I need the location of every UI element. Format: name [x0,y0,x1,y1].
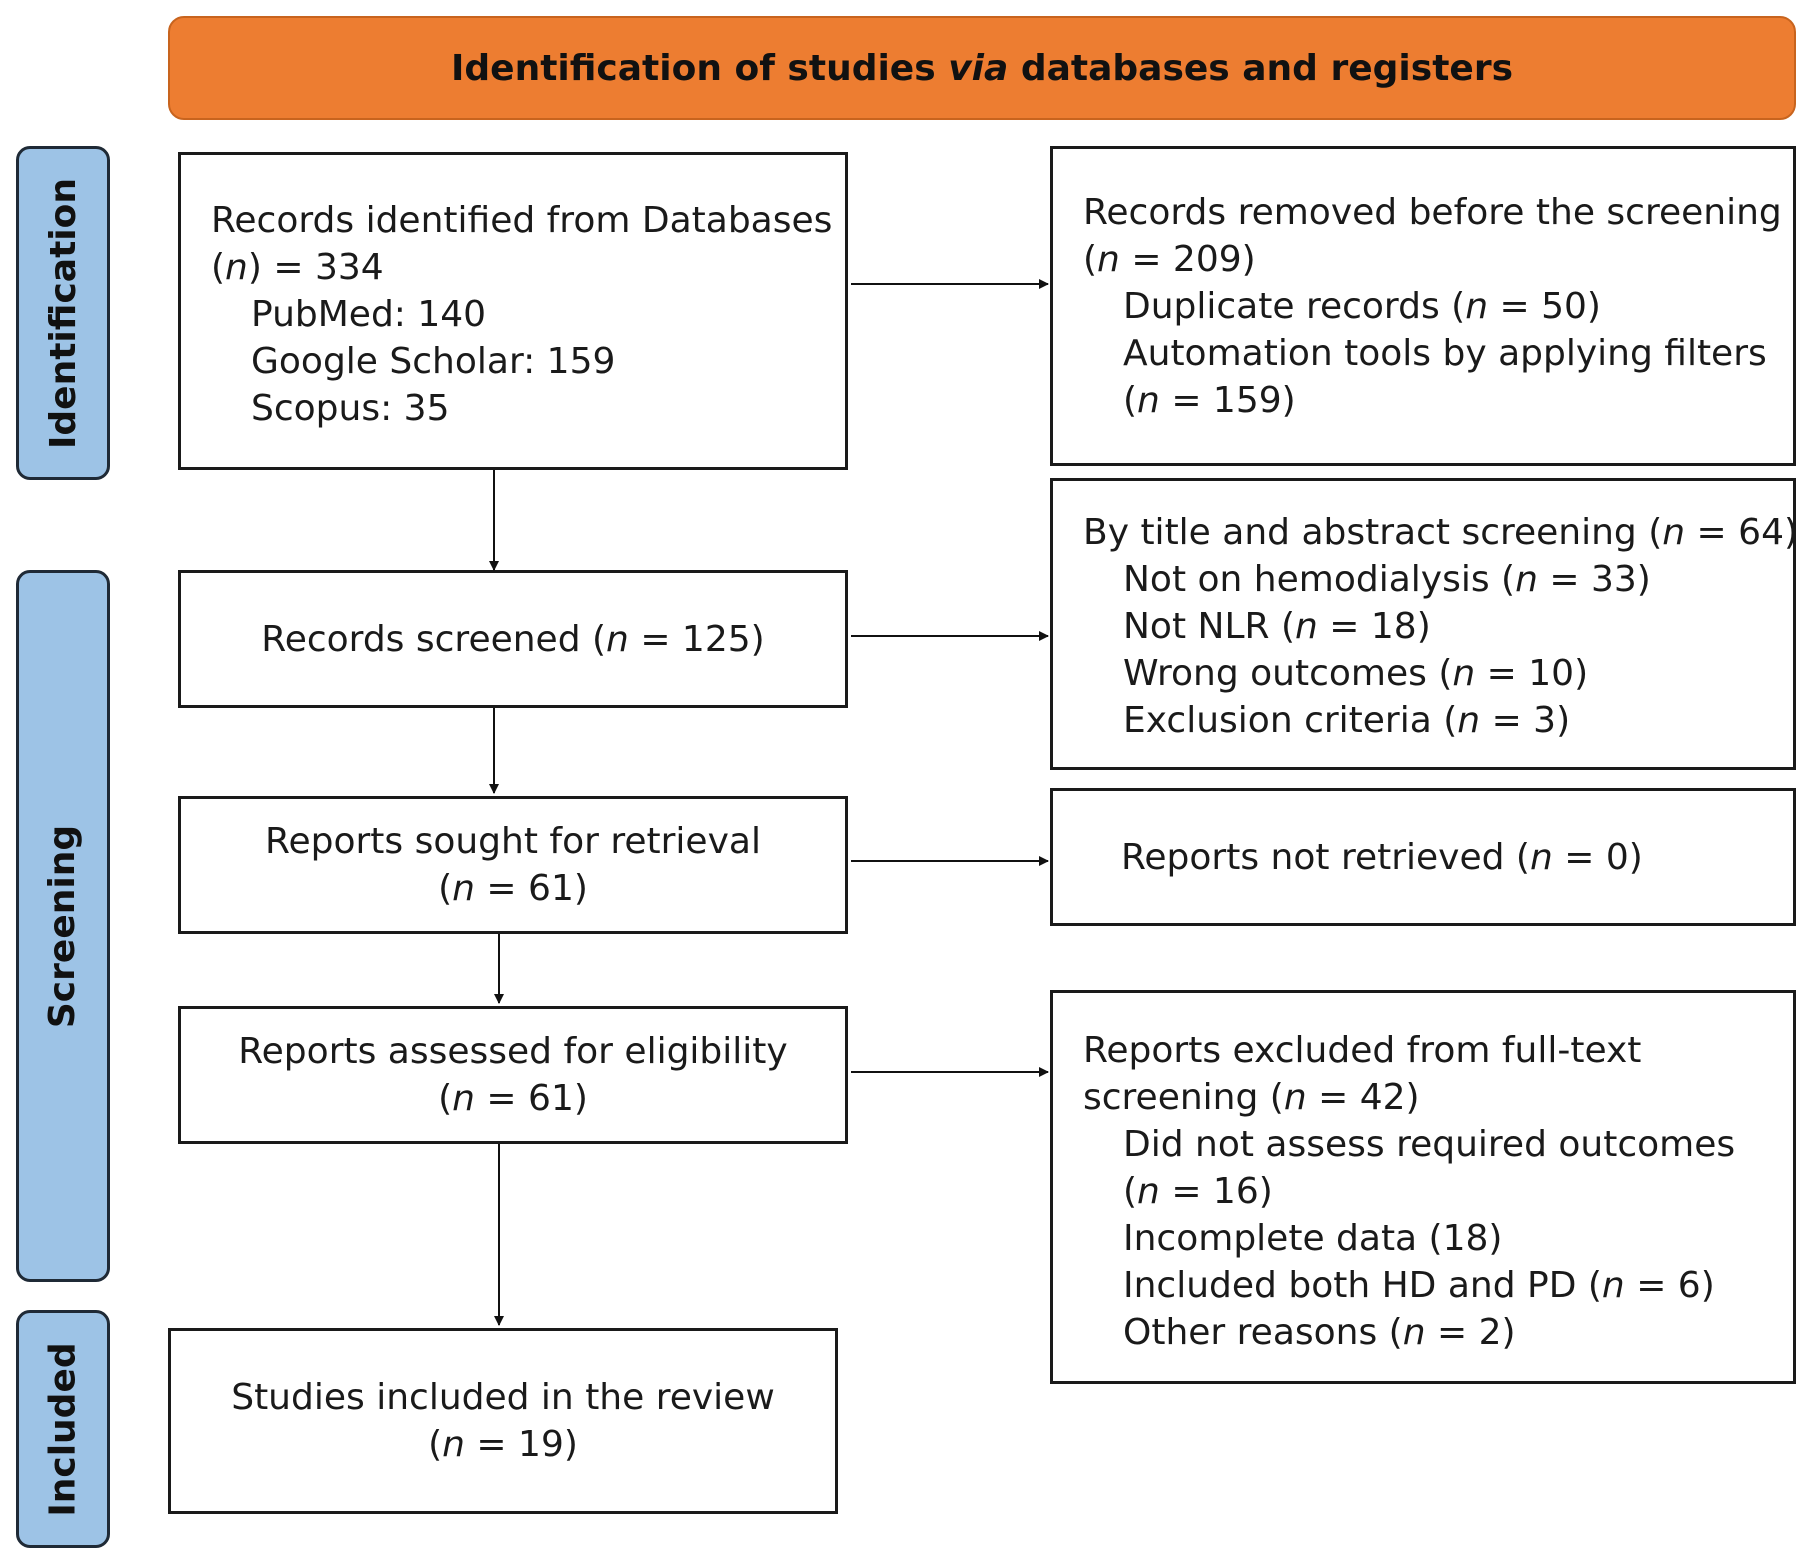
box-excluded-full-text: Reports excluded from full-text screenin… [1050,990,1796,1384]
box-reports-sought: Reports sought for retrieval (n = 61) [178,796,848,934]
box-records-screened: Records screened (n = 125) [178,570,848,708]
box-records-removed: Records removed before the screening (n … [1050,146,1796,466]
box-excluded-title-abstract: By title and abstract screening (n = 64)… [1050,478,1798,770]
box-reports-not-retrieved: Reports not retrieved (n = 0) [1050,788,1796,926]
box-studies-included: Studies included in the review (n = 19) [168,1328,838,1514]
header-banner: Identification of studies via databases … [168,16,1796,120]
stage-screening: Screening [16,570,110,1282]
header-title: Identification of studies via databases … [450,47,1513,89]
box-reports-assessed: Reports assessed for eligibility (n = 61… [178,1006,848,1144]
stage-included: Included [16,1310,110,1548]
stage-identification: Identification [16,146,110,480]
box-records-identified: Records identified from Databases (n) = … [178,152,848,470]
